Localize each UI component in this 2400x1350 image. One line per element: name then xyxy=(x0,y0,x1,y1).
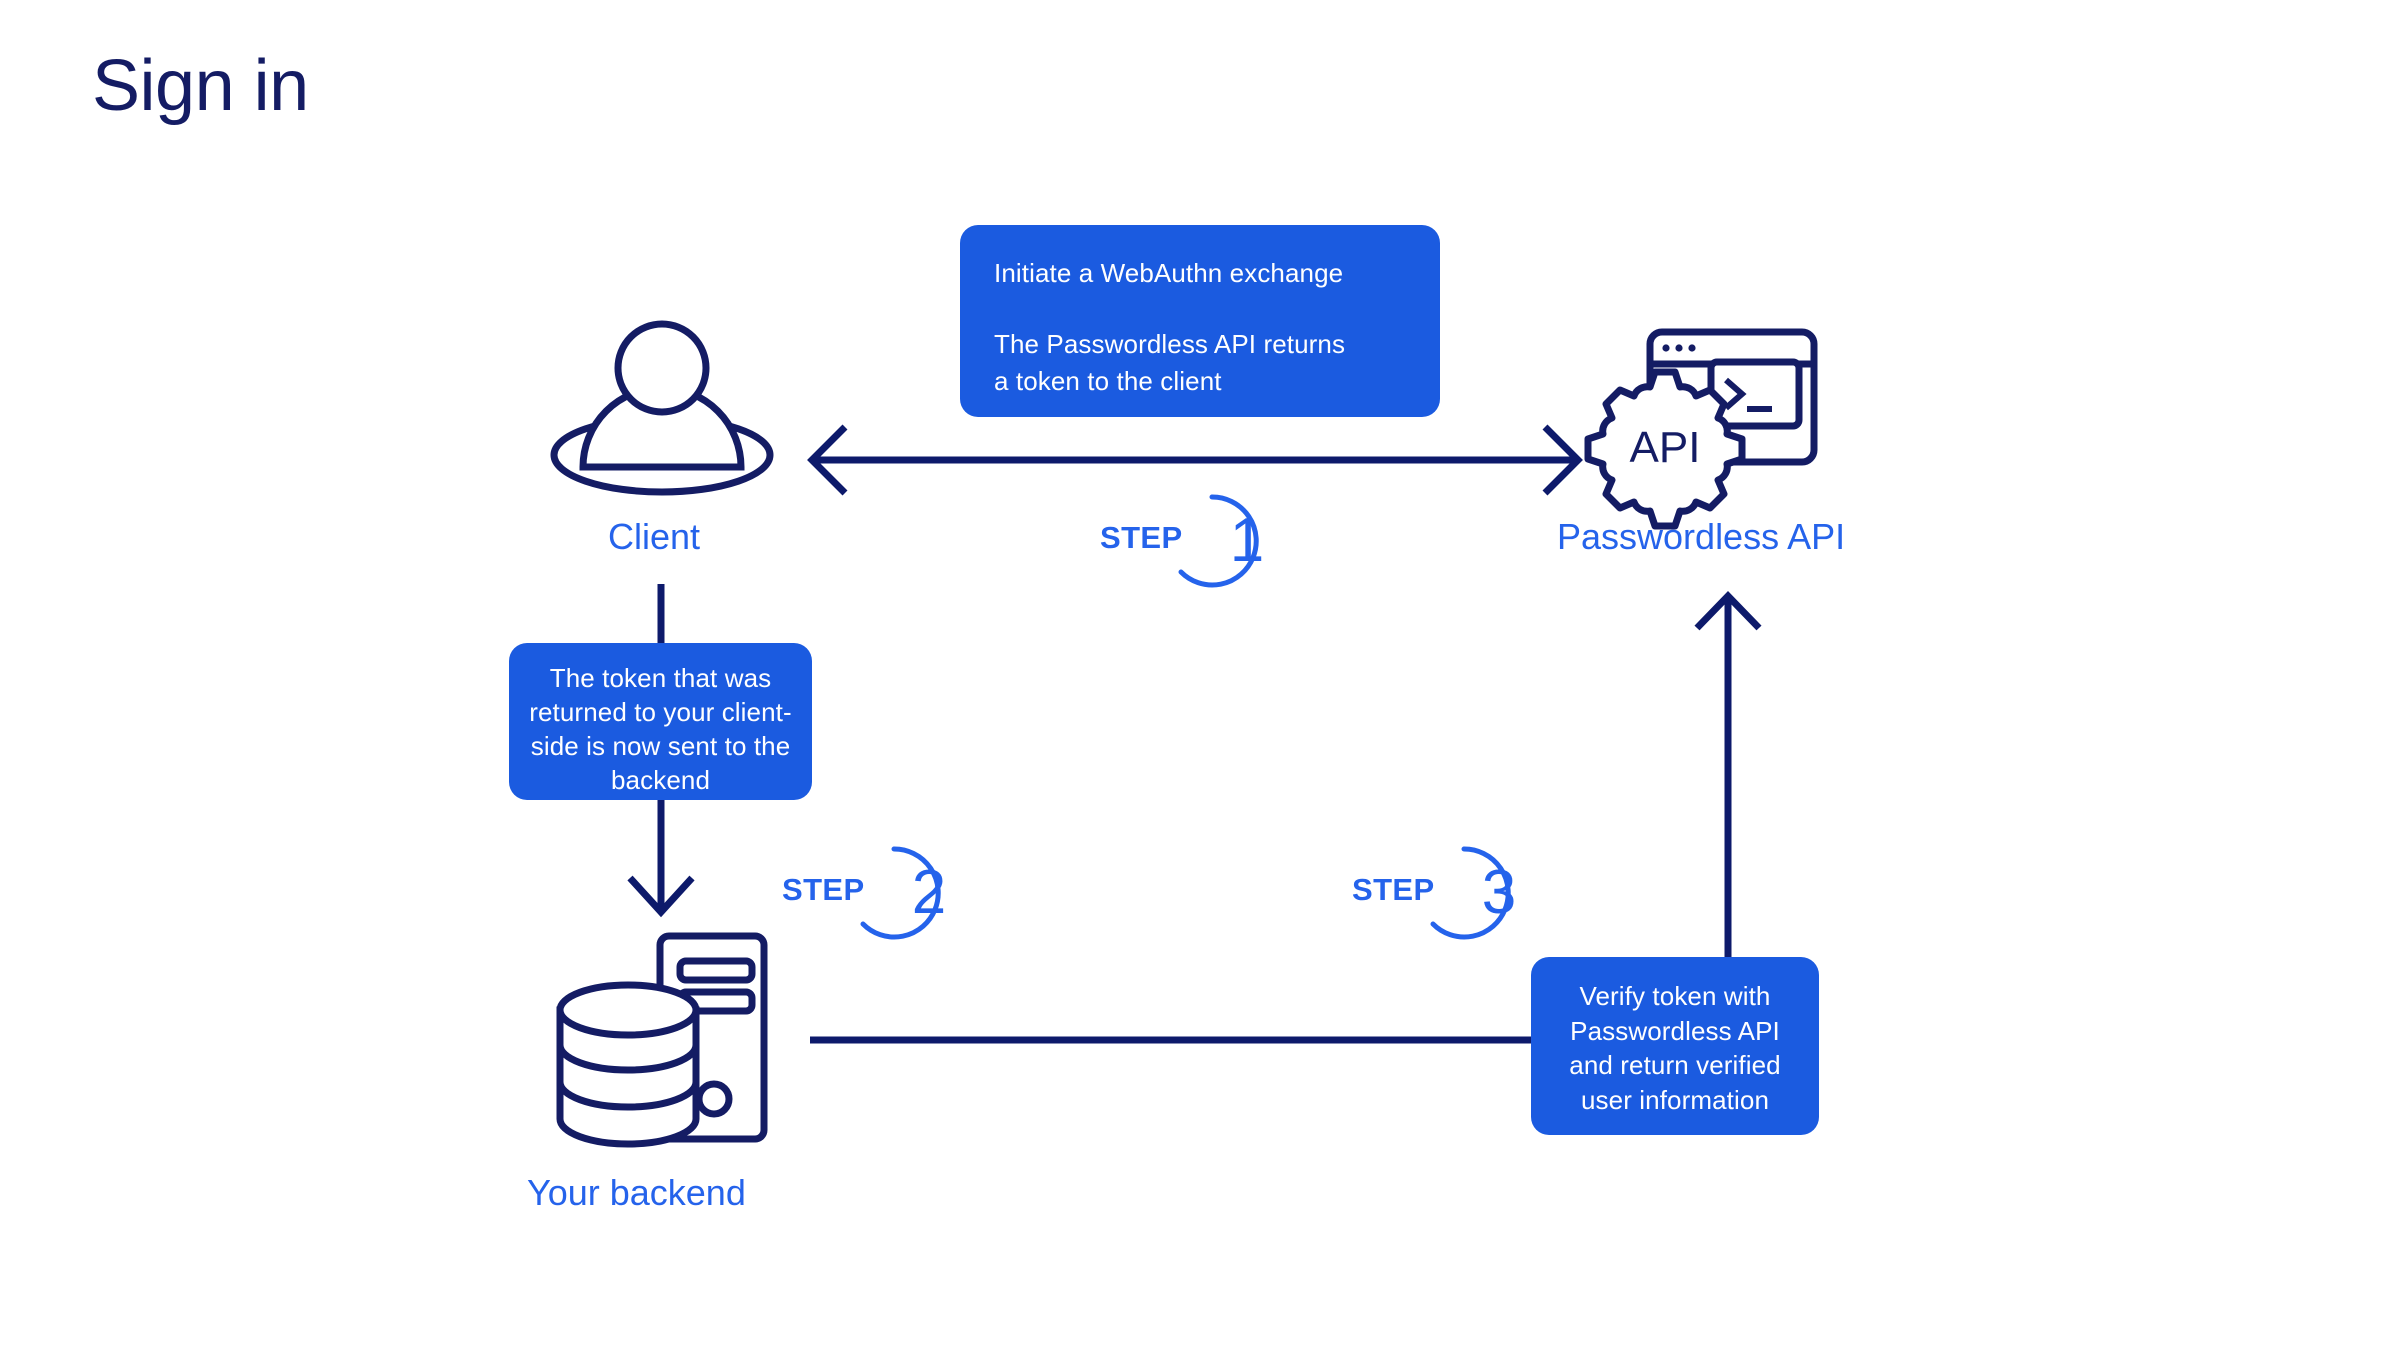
person-icon xyxy=(550,320,774,496)
callout-1-line-2: The Passwordless API returns xyxy=(994,328,1346,359)
callout-step-2: The token that was returned to your clie… xyxy=(509,643,812,800)
step-3-word: STEP xyxy=(1352,872,1435,907)
step-1-circle-icon xyxy=(1178,494,1259,588)
step-3-circle-icon xyxy=(1430,846,1511,940)
callout-1-line-1: Initiate a WebAuthn exchange xyxy=(994,258,1344,288)
callout-1-line-3: a token to the client xyxy=(994,365,1222,396)
step-3-number: 3 xyxy=(1481,858,1517,927)
node-label-api: Passwordless API xyxy=(1557,516,1846,557)
step-2-word: STEP xyxy=(782,872,865,907)
callout-step-3: Verify token with Passwordless API and r… xyxy=(1531,957,1819,1135)
step-2-number: 2 xyxy=(911,858,947,927)
arrow-backend-api xyxy=(1694,590,1762,957)
page-title: Sign in xyxy=(92,46,309,126)
database-server-icon xyxy=(556,932,768,1148)
step-badge-2: STEP 2 xyxy=(772,838,1012,948)
api-gear-terminal-icon: API xyxy=(1584,328,1818,530)
step-1-number: 1 xyxy=(1229,506,1265,575)
step-badge-3: STEP 3 xyxy=(1342,838,1582,948)
arrow-client-api xyxy=(807,424,1583,496)
callout-step-1: Initiate a WebAuthn exchange The Passwor… xyxy=(960,225,1440,417)
step-1-word: STEP xyxy=(1100,520,1183,555)
step-2-circle-icon xyxy=(860,846,941,940)
node-label-backend: Your backend xyxy=(527,1172,746,1213)
node-label-client: Client xyxy=(608,516,701,557)
api-gear-label: API xyxy=(1630,423,1701,472)
step-badge-1: STEP 1 xyxy=(1090,486,1330,596)
